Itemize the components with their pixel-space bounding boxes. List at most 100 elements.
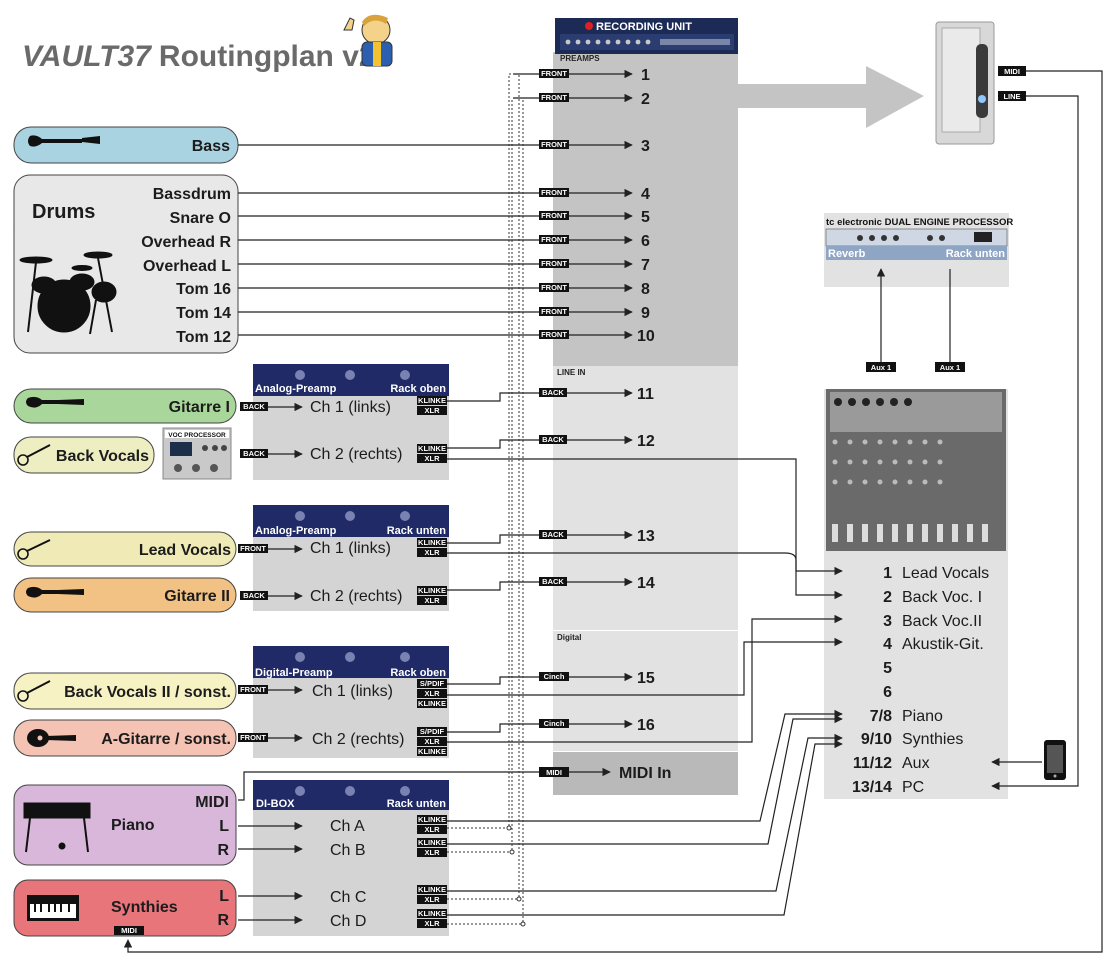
svg-text:Cinch: Cinch [544,672,565,681]
svg-text:9/10: 9/10 [861,731,892,748]
svg-text:FRONT: FRONT [541,211,567,220]
svg-text:2: 2 [883,589,892,606]
svg-text:XLR: XLR [425,548,441,557]
svg-text:KLINKE: KLINKE [418,699,446,708]
svg-text:MIDI: MIDI [1004,67,1020,76]
svg-text:Tom 16: Tom 16 [176,281,231,298]
synthies-label: Synthies [111,899,178,916]
gitarre2-label: Gitarre II [164,588,230,605]
svg-text:BACK: BACK [243,402,265,411]
svg-text:FRONT: FRONT [541,93,567,102]
svg-text:FRONT: FRONT [541,330,567,339]
svg-text:1: 1 [641,67,650,84]
svg-text:S/PDIF: S/PDIF [420,727,445,736]
svg-text:Reverb: Reverb [828,248,866,260]
svg-text:Akustik-Git.: Akustik-Git. [902,636,984,653]
svg-text:Rack oben: Rack oben [390,667,446,679]
svg-text:7/8: 7/8 [870,708,892,725]
rack-analog-unten: Analog-Preamp Rack unten Ch 1 (links) Ch… [253,505,449,611]
recording-unit-label: RECORDING UNIT [596,21,692,33]
svg-text:6: 6 [883,684,892,701]
svg-text:Aux 1: Aux 1 [940,363,960,372]
svg-text:FRONT: FRONT [240,544,266,553]
svg-text:BACK: BACK [542,577,564,586]
vault-boy-icon [343,14,393,67]
line-tag [998,91,1026,101]
smartphone-icon [1044,740,1066,780]
midi-in-label: MIDI In [619,765,671,782]
svg-text:15: 15 [637,670,655,687]
svg-text:PC: PC [902,779,924,796]
svg-text:KLINKE: KLINKE [418,747,446,756]
svg-text:FRONT: FRONT [541,307,567,316]
fx-processor: tc electronic DUAL ENGINE PROCESSOR Reve… [824,213,1013,287]
drum-mic-list: Bassdrum Snare O Overhead R Overhead L T… [141,186,231,346]
svg-text:Ch D: Ch D [330,913,366,930]
svg-text:XLR: XLR [425,825,441,834]
svg-text:FRONT: FRONT [541,235,567,244]
svg-text:XLR: XLR [425,689,441,698]
svg-text:11: 11 [637,386,654,403]
gitarre2-box [13,577,237,613]
svg-text:3: 3 [641,138,650,155]
piano-label: Piano [111,817,155,834]
svg-text:FRONT: FRONT [541,188,567,197]
piano-midi-port: MIDI [195,794,229,811]
gitarre1-label: Gitarre I [169,399,230,416]
svg-text:Back Voc. I: Back Voc. I [902,589,982,606]
svg-text:Ch 1 (links): Ch 1 (links) [312,683,393,700]
svg-text:13: 13 [637,528,655,545]
keyboard-icon [27,895,79,921]
svg-text:Bassdrum: Bassdrum [153,186,231,203]
svg-text:XLR: XLR [425,737,441,746]
piano-l-port: L [219,818,229,835]
svg-text:Piano: Piano [902,708,943,725]
midi-in-section [553,752,738,795]
svg-text:1: 1 [883,565,892,582]
digital-label: Digital [557,633,581,642]
svg-text:KLINKE: KLINKE [418,815,446,824]
svg-text:FRONT: FRONT [541,140,567,149]
svg-text:Ch 1 (links): Ch 1 (links) [310,540,391,557]
bass-label: Bass [192,138,230,155]
svg-text:Aux 1: Aux 1 [871,363,891,372]
svg-text:XLR: XLR [425,454,441,463]
digital-section [553,631,738,751]
svg-text:4: 4 [641,186,650,203]
svg-text:5: 5 [883,660,892,677]
svg-text:FRONT: FRONT [541,69,567,78]
synth-l-port: L [219,888,229,905]
svg-text:BACK: BACK [542,435,564,444]
svg-text:Ch 2 (rechts): Ch 2 (rechts) [310,588,402,605]
svg-text:XLR: XLR [425,596,441,605]
svg-text:7: 7 [641,257,650,274]
svg-text:Overhead L: Overhead L [143,258,231,275]
svg-text:Ch C: Ch C [330,889,366,906]
svg-text:Analog-Preamp: Analog-Preamp [255,383,337,395]
line-in-label: LINE IN [557,368,586,377]
svg-text:Ch A: Ch A [330,818,365,835]
svg-text:KLINKE: KLINKE [418,586,446,595]
svg-text:FRONT: FRONT [240,685,266,694]
midi-tag [998,66,1026,76]
electric-guitar-icon [26,396,84,408]
microphone-icon [17,539,51,560]
svg-text:BACK: BACK [542,388,564,397]
svg-text:Ch 2 (rechts): Ch 2 (rechts) [312,731,404,748]
svg-text:Snare O: Snare O [170,210,231,227]
svg-text:XLR: XLR [425,919,441,928]
svg-text:11/12: 11/12 [853,755,892,772]
svg-text:KLINKE: KLINKE [418,396,446,405]
synth-midi-tag [114,926,144,935]
svg-text:Tom 12: Tom 12 [176,329,231,346]
svg-text:Tom 14: Tom 14 [176,305,231,322]
svg-text:KLINKE: KLINKE [418,538,446,547]
svg-text:Rack unten: Rack unten [387,525,447,537]
recording-channel-numbers: 1 2 3 4 5 6 7 8 9 10 11 12 13 14 15 16 M… [619,67,671,782]
svg-text:14: 14 [637,575,655,592]
svg-text:BACK: BACK [243,449,265,458]
rack-digital-oben: Digital-Preamp Rack oben Ch 1 (links) Ch… [253,646,449,758]
